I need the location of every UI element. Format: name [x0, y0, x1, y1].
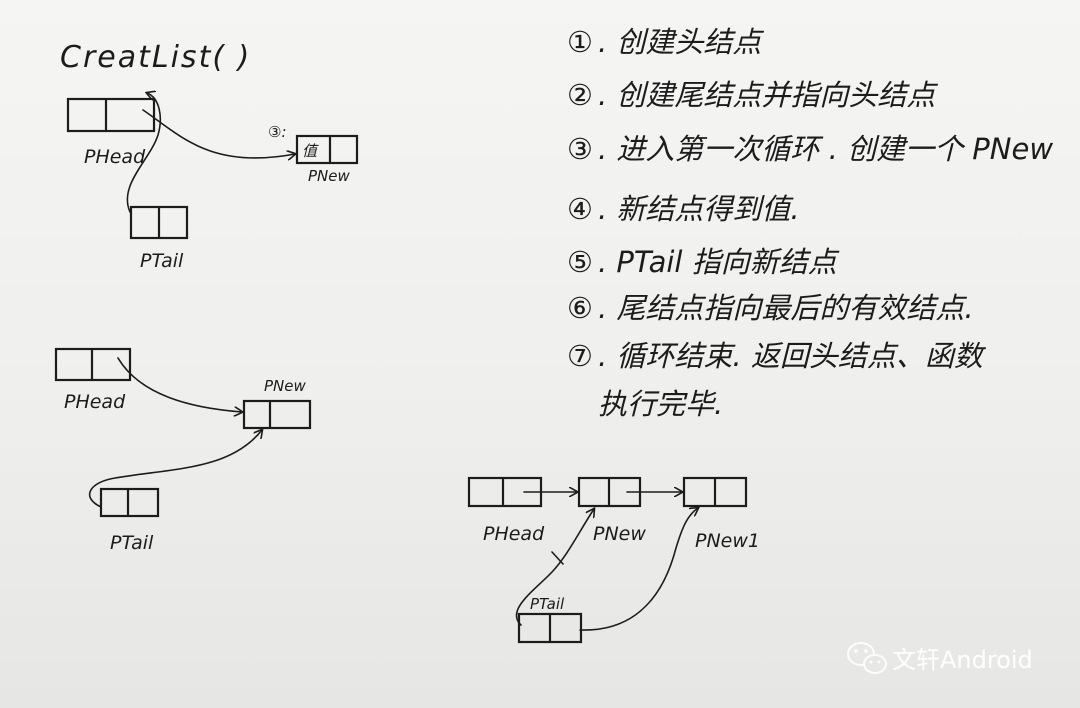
new1-label-3: PNew1 — [695, 530, 760, 552]
step-text: . 循环结束. 返回头结点、函数 — [598, 339, 987, 373]
step-1: ① . 创建头结点 — [567, 25, 764, 59]
new-node-box — [295, 134, 359, 165]
step-3: ③ . 进入第一次循环 . 创建一个 PNew — [567, 132, 1053, 166]
tail-label: PTail — [140, 250, 184, 272]
step-number: ⑦ — [567, 339, 593, 373]
step-number: ③ — [567, 132, 593, 166]
step-4: ④ . 新结点得到值. — [567, 192, 800, 226]
tail-label-2: PTail — [110, 532, 154, 554]
step-6: ⑥ . 尾结点指向最后的有效结点. — [567, 291, 974, 325]
step-text: . 进入第一次循环 . 创建一个 PNew — [598, 132, 1053, 166]
step-list: ① . 创建头结点 ② . 创建尾结点并指向头结点 ③ . 进入第一次循环 . … — [567, 25, 1053, 421]
tail-node-box-2 — [99, 487, 160, 518]
step-number: ① — [567, 25, 593, 59]
diagram-2: PHead PNew PTail — [54, 347, 312, 554]
step-2: ② . 创建尾结点并指向头结点 — [567, 78, 938, 112]
step-number: ⑤ — [567, 245, 593, 279]
new-label: PNew — [308, 167, 350, 185]
step-7: ⑦ . 循环结束. 返回头结点、函数 — [567, 339, 987, 373]
step-5: ⑤ . PTail 指向新结点 — [567, 245, 840, 279]
step-text: . 创建尾结点并指向头结点 — [598, 78, 938, 112]
step-text: 执行完毕. — [598, 387, 723, 421]
head-label-3: PHead — [483, 523, 545, 545]
step-7-continued: 执行完毕. — [598, 387, 723, 421]
step-text: . PTail 指向新结点 — [598, 245, 840, 279]
diagram-3: PHead PNew PNew1 PTail — [467, 476, 760, 644]
watermark: 文轩Android — [847, 642, 1033, 674]
tail-label-3: PTail — [530, 595, 565, 613]
step-number: ④ — [567, 192, 593, 226]
step-number: ② — [567, 78, 593, 112]
page-title: CreatList( ) — [60, 40, 251, 75]
step-text: . 创建头结点 — [598, 25, 764, 59]
step-text: . 尾结点指向最后的有效结点. — [598, 291, 974, 325]
head-label-2: PHead — [64, 391, 126, 413]
head-label: PHead — [84, 146, 146, 168]
new-label-2: PNew — [264, 377, 306, 395]
diagram-1: PHead PTail ③: 值 PNew — [66, 93, 359, 272]
wechat-icon — [847, 642, 887, 674]
step-marker: ③: — [268, 123, 287, 141]
step-number: ⑥ — [567, 291, 593, 325]
step-text: . 新结点得到值. — [598, 192, 800, 226]
head-node-box — [66, 97, 156, 133]
new-node-box-2 — [242, 399, 312, 430]
new-label-3: PNew — [593, 523, 646, 545]
new-node-value: 值 — [302, 142, 319, 160]
watermark-text: 文轩Android — [892, 646, 1033, 674]
